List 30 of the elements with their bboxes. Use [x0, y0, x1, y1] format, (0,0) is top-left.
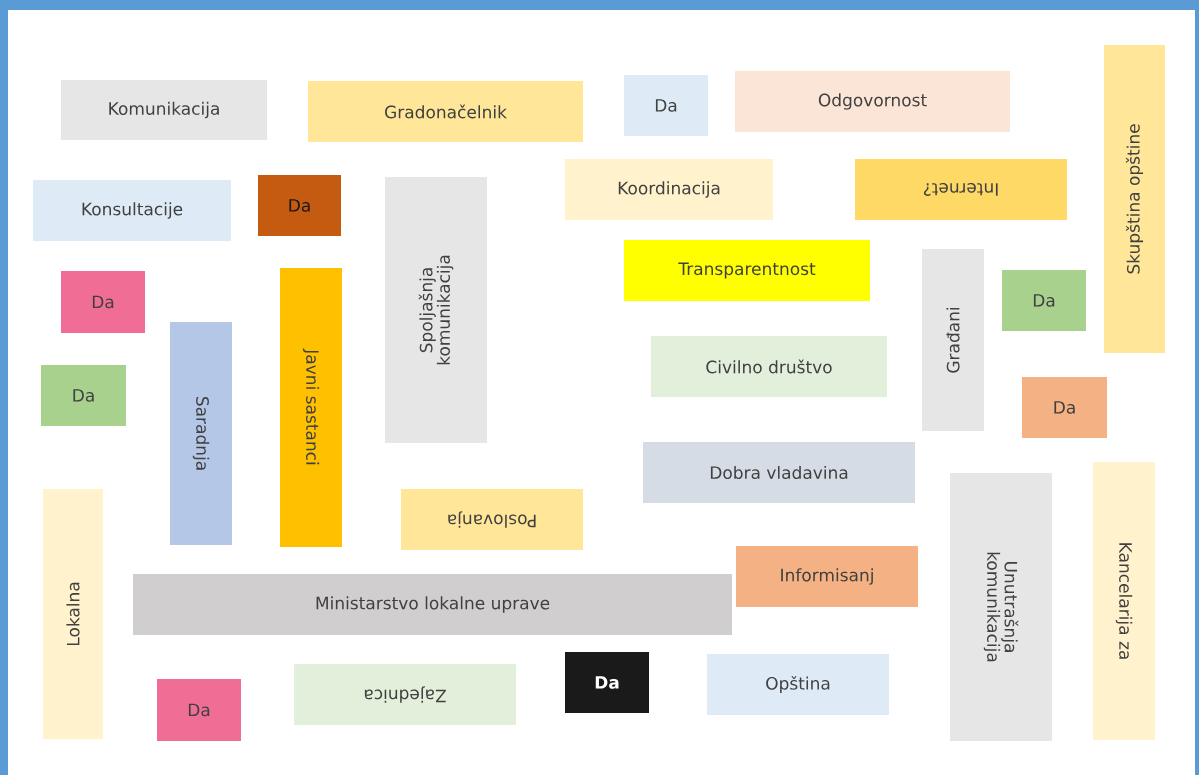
word-box: Informisanj [736, 546, 918, 607]
word-box: Lokalna [43, 489, 103, 739]
word-box: Dobra vladavina [643, 442, 915, 503]
word-box: Da [41, 365, 126, 426]
word-box: Komunikacija [61, 80, 267, 140]
word-box: Da [157, 679, 241, 741]
word-box: Da [61, 271, 145, 333]
word-box: Da [1022, 377, 1107, 438]
word-box: Opština [707, 654, 889, 715]
word-box: Javni sastanci [280, 268, 342, 547]
word-box: Građani [922, 249, 984, 431]
word-box: Da [258, 175, 341, 236]
word-box: Civilno društvo [651, 336, 887, 397]
word-box: Transparentnost [624, 240, 870, 301]
word-box: Poslovanja [401, 489, 583, 550]
word-box: Skupština opštine [1104, 45, 1165, 353]
word-box: Da [565, 652, 649, 713]
word-box: Odgovornost [735, 71, 1010, 132]
word-box: Zajednica [294, 664, 516, 725]
word-box: Da [624, 75, 708, 136]
word-box: Gradonačelnik [308, 81, 583, 142]
word-box: Internet? [855, 159, 1067, 220]
word-box: Da [1002, 270, 1086, 331]
word-box: Saradnja [170, 322, 232, 545]
word-box: Spoljašnja komunikacija [385, 177, 487, 443]
word-box: Konsultacije [33, 180, 231, 241]
word-box: Unutrašnja komunikacija [950, 473, 1052, 741]
word-box: Kancelarija za [1093, 462, 1155, 740]
word-box: Ministarstvo lokalne uprave [133, 574, 732, 635]
word-box: Koordinacija [565, 159, 773, 220]
